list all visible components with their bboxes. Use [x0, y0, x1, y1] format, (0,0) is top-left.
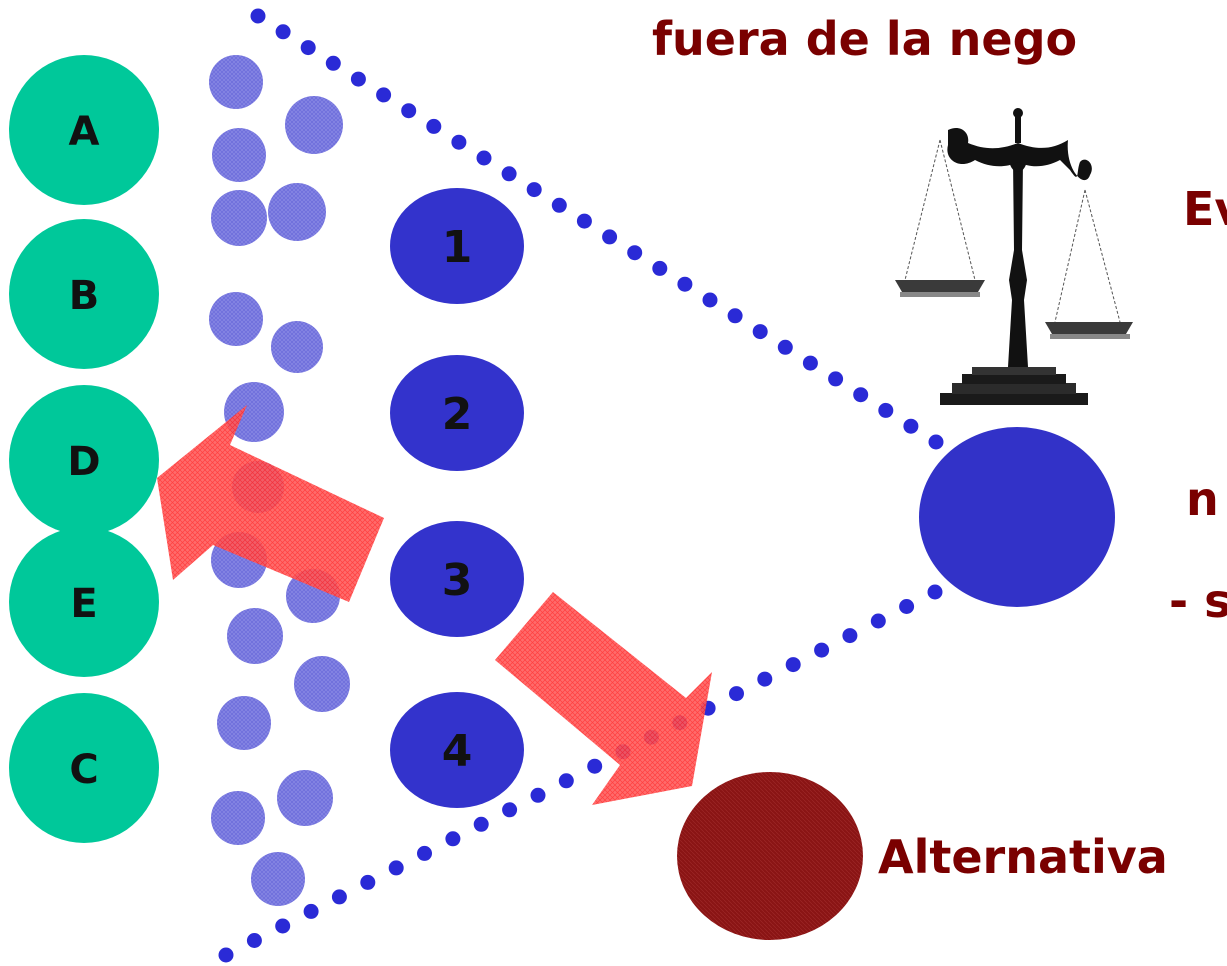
svg-text:E: E	[70, 581, 97, 627]
text-n-fragment: n	[1186, 472, 1219, 526]
dotted-line-dot	[476, 150, 492, 166]
dotted-line-dot	[451, 134, 467, 150]
dotted-line-dot	[752, 324, 768, 340]
dotted-line-dot	[526, 182, 542, 198]
party-circle-d: D	[9, 385, 159, 535]
dotted-line-dot	[757, 671, 773, 687]
dotted-line-upper	[250, 8, 944, 450]
dotted-line-dot	[300, 40, 316, 56]
party-circle-b: B	[9, 219, 159, 369]
outcome-circle	[919, 427, 1115, 607]
dotted-line-dot	[814, 642, 830, 658]
dotted-line-dot	[785, 657, 801, 673]
dotted-line-dot	[502, 802, 518, 818]
dotted-line-dot	[727, 308, 743, 324]
svg-text:B: B	[69, 273, 100, 319]
dotted-line-dot	[218, 947, 234, 963]
dotted-line-dot	[401, 103, 417, 119]
text-s-fragment: - s	[1169, 574, 1227, 628]
dotted-line-dot	[331, 889, 347, 905]
dotted-line-dot	[828, 371, 844, 387]
svg-text:C: C	[69, 747, 98, 793]
dotted-line-dot	[530, 787, 546, 803]
option-3: 3	[390, 521, 524, 637]
dotted-line-dot	[652, 260, 668, 276]
red-arrow-right	[495, 592, 712, 805]
alternative-circle	[677, 772, 863, 940]
dotted-line-dot	[501, 166, 517, 182]
svg-text:4: 4	[442, 726, 473, 777]
dotted-line-dot	[246, 933, 262, 948]
dotted-line-dot	[842, 628, 858, 644]
dotted-line-dot	[426, 118, 442, 134]
dotted-line-dot	[275, 918, 291, 934]
dotted-line-dot	[602, 229, 618, 245]
scales-of-justice-icon	[895, 108, 1133, 405]
svg-text:3: 3	[442, 555, 473, 606]
svg-text:D: D	[67, 439, 100, 485]
text-ev-fragment: Ev	[1183, 182, 1227, 236]
dotted-line-dot	[870, 613, 886, 629]
dotted-line-dot	[802, 355, 818, 371]
dotted-line-dot	[576, 213, 592, 229]
dotted-line-dot	[729, 686, 744, 702]
red-arrow-left	[157, 405, 384, 602]
dotted-line-dot	[275, 24, 291, 40]
dotted-line-dot	[899, 599, 915, 614]
option-ellipses: 1 2 3 4	[390, 188, 524, 808]
dotted-line-dot	[360, 874, 376, 890]
option-1: 1	[390, 188, 524, 304]
dotted-line-dot	[325, 55, 341, 71]
dotted-line-dot	[927, 584, 943, 600]
option-2: 2	[390, 355, 524, 471]
party-circles: A B D E C	[9, 55, 159, 843]
dotted-line-dot	[928, 434, 944, 450]
party-circle-c: C	[9, 693, 159, 843]
dotted-line-dot	[878, 402, 894, 418]
dotted-line-dot	[903, 418, 919, 434]
party-circle-a: A	[9, 55, 159, 205]
dotted-line-dot	[417, 845, 432, 861]
dotted-line-dot	[250, 8, 266, 24]
small-dots-cluster	[209, 55, 350, 906]
dotted-line-dot	[445, 831, 461, 847]
dotted-line-dot	[388, 860, 404, 876]
svg-text:2: 2	[442, 389, 473, 440]
party-circle-e: E	[9, 527, 159, 677]
text-alternativa: Alternativa	[878, 830, 1168, 884]
dotted-line-dot	[702, 292, 718, 308]
option-4: 4	[390, 692, 524, 808]
dotted-line-dot	[627, 245, 643, 261]
title-fragment: fuera de la nego	[652, 12, 1077, 66]
dotted-line-dot	[677, 276, 693, 292]
dotted-line-dot	[376, 87, 392, 103]
dotted-line-dot	[473, 816, 489, 832]
dotted-line-dot	[558, 773, 574, 789]
dotted-line-dot	[853, 387, 869, 403]
dotted-line-dot	[303, 903, 319, 919]
svg-text:1: 1	[442, 222, 473, 273]
svg-text:A: A	[69, 109, 100, 155]
dotted-line-dot	[350, 71, 366, 87]
dotted-line-dot	[777, 339, 793, 355]
dotted-line-dot	[587, 758, 603, 774]
dotted-line-dot	[551, 197, 567, 213]
